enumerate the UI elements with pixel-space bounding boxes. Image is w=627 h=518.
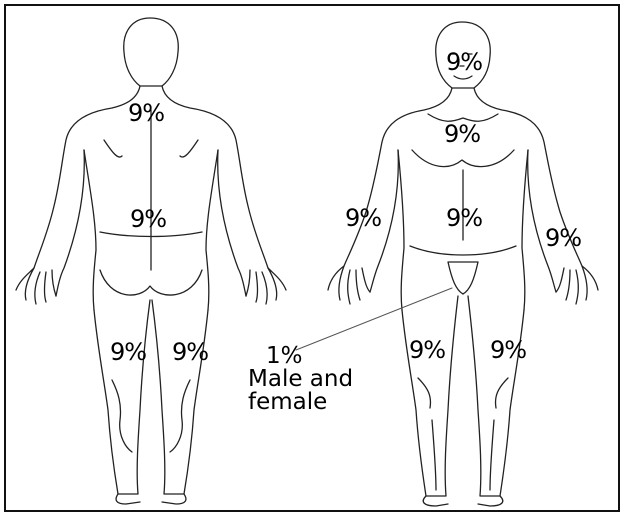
label-right-leg-back: 9% xyxy=(172,340,208,364)
label-right-leg-front: 9% xyxy=(409,338,445,362)
label-head-back: 9% xyxy=(128,101,164,125)
genital-percent: 1% xyxy=(248,345,353,368)
label-chest-front: 9% xyxy=(444,122,480,146)
label-head-front: 9% xyxy=(446,50,482,74)
genital-note-line1: Male and xyxy=(248,368,353,391)
label-left-leg-front: 9% xyxy=(490,338,526,362)
genital-note-line2: female xyxy=(248,391,353,414)
back-body-figure xyxy=(16,18,286,504)
front-body-figure xyxy=(328,22,598,506)
label-right-arm: 9% xyxy=(345,206,381,230)
genital-percent-note: 1% Male and female xyxy=(248,345,353,414)
label-abdomen-front: 9% xyxy=(446,206,482,230)
label-left-leg-back: 9% xyxy=(110,340,146,364)
label-torso-back: 9% xyxy=(130,207,166,231)
label-left-arm: 9% xyxy=(545,226,581,250)
